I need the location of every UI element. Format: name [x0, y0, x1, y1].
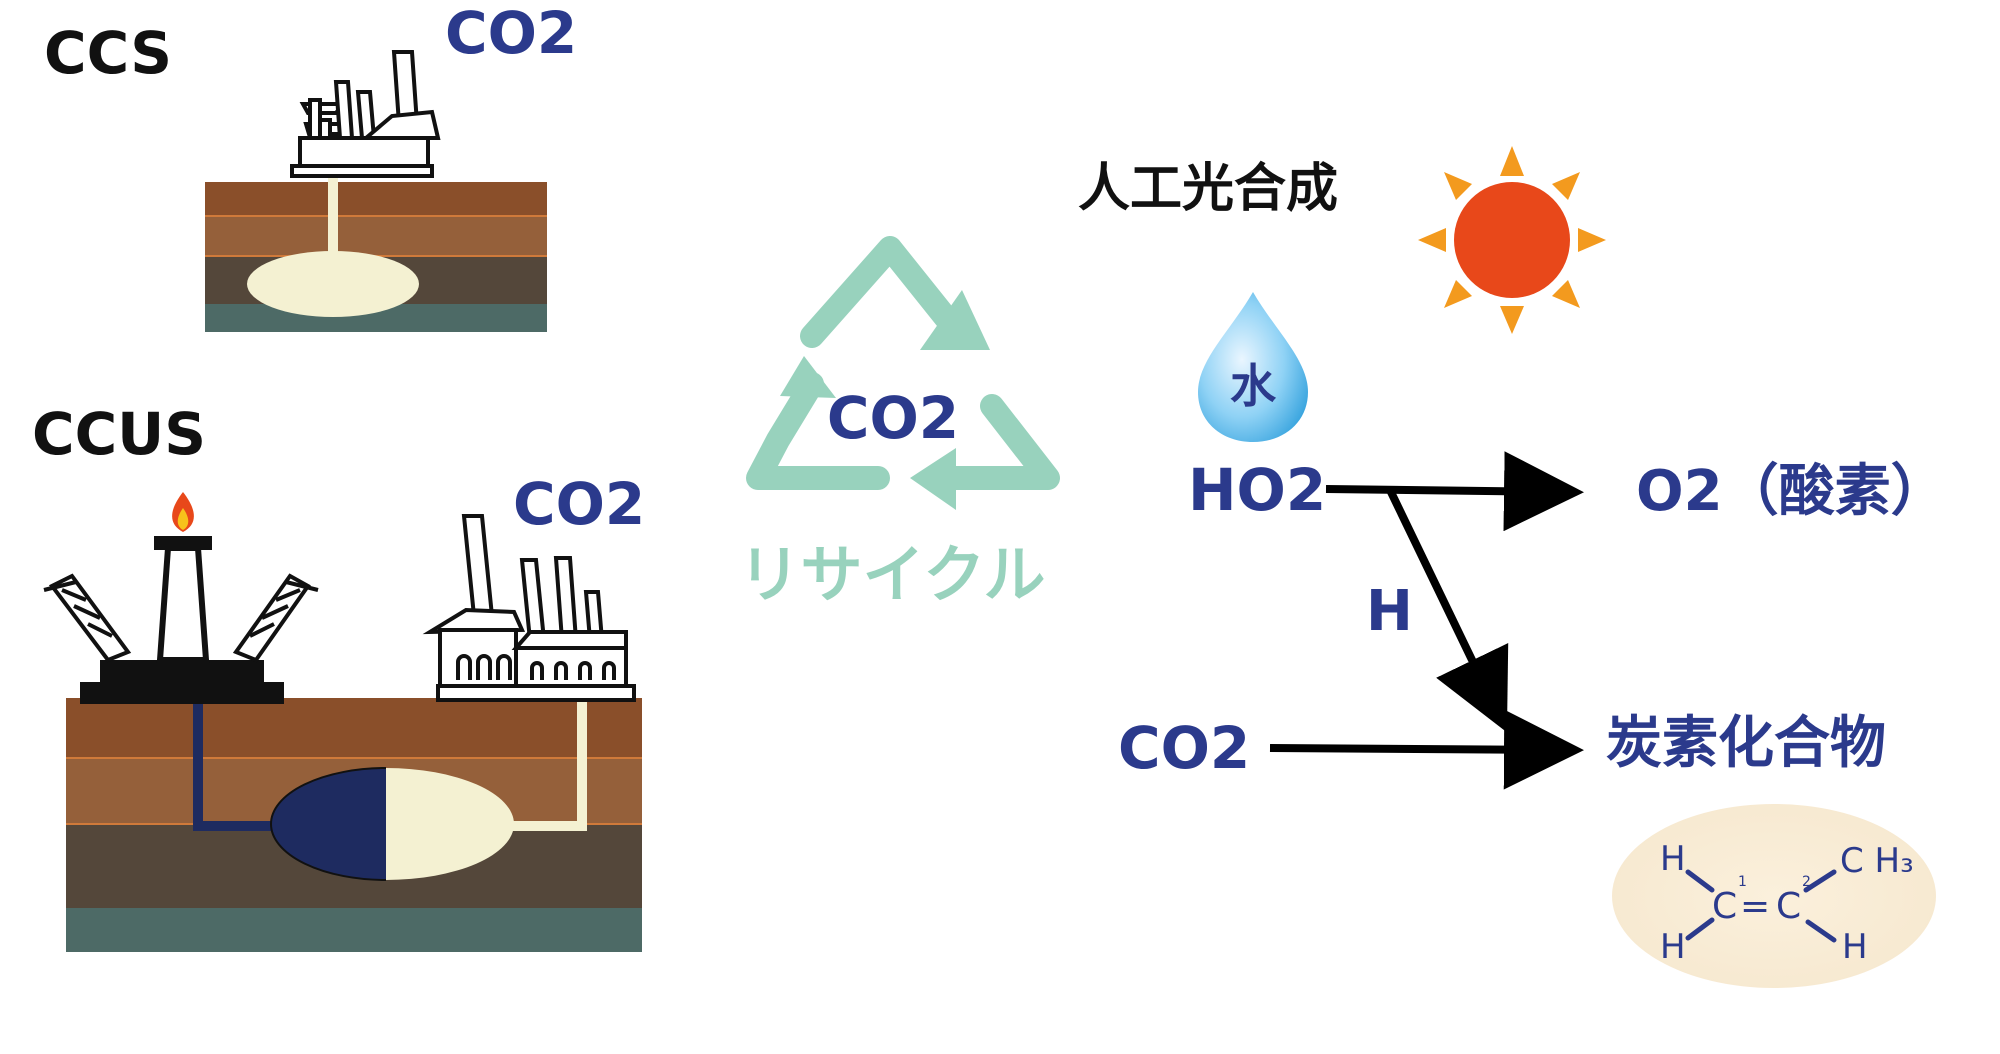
sun-icon [1418, 146, 1606, 334]
ccs-factory-icon [290, 50, 441, 178]
ccs-title: CCS [44, 19, 172, 87]
recycle-co2-label: CO2 [827, 384, 959, 452]
molecule-structure: H H H C H₃ C = C 1 2 [1612, 804, 1936, 988]
water-input-label: HO2 [1188, 456, 1326, 524]
ccus-injection-pipe [510, 700, 587, 831]
oxygen-arrow [1325, 451, 1584, 532]
ccs-pipe [328, 178, 338, 258]
ccus-factory-icon [422, 514, 636, 702]
ccs-co2-label: CO2 [445, 0, 577, 67]
molecule-carbon-1: C [1712, 886, 1737, 927]
water-drop-icon: 水 [1198, 292, 1308, 442]
molecule-double-bond: = [1740, 886, 1770, 927]
ccus-title: CCUS [32, 400, 206, 468]
molecule-ch3: C H₃ [1840, 841, 1914, 881]
molecule-h-top-left: H [1660, 839, 1686, 879]
molecule-carbon-2-index: 2 [1802, 874, 1811, 890]
ccs-section: CCS CO2 [44, 0, 577, 332]
carbon-compound-label: 炭素化合物 [1606, 711, 1886, 776]
recycle-caption: リサイクル [739, 538, 1046, 611]
photosynthesis-title: 人工光合成 [1078, 159, 1338, 219]
flame-icon [172, 492, 194, 532]
hydrogen-arrow [1386, 488, 1509, 733]
ccus-section: CCUS CO2 [32, 400, 645, 952]
hydrogen-label: H [1366, 579, 1413, 644]
carbon-compound-arrow [1269, 709, 1584, 790]
co2-input-label: CO2 [1118, 714, 1250, 782]
recycle-section: CO2 リサイクル [739, 236, 1060, 611]
oil-rig-icon [43, 492, 319, 704]
recycle-icon [746, 236, 1060, 510]
molecule-h-bottom-right: H [1842, 927, 1868, 967]
molecule-carbon-2: C [1776, 886, 1801, 927]
ccs-storage-reservoir [247, 251, 419, 317]
molecule-carbon-1-index: 1 [1738, 874, 1747, 890]
molecule-h-bottom-left: H [1660, 927, 1686, 967]
ccus-storage-reservoir [270, 767, 514, 881]
oxygen-output-label: O2（酸素） [1636, 459, 1947, 524]
ccus-co2-label: CO2 [513, 470, 645, 538]
photosynthesis-section: 人工光合成 水 HO2 O2（酸素） H CO2 炭素化合物 [1078, 146, 1947, 988]
water-label: 水 [1230, 359, 1277, 413]
ccus-extraction-pipe [193, 700, 290, 831]
